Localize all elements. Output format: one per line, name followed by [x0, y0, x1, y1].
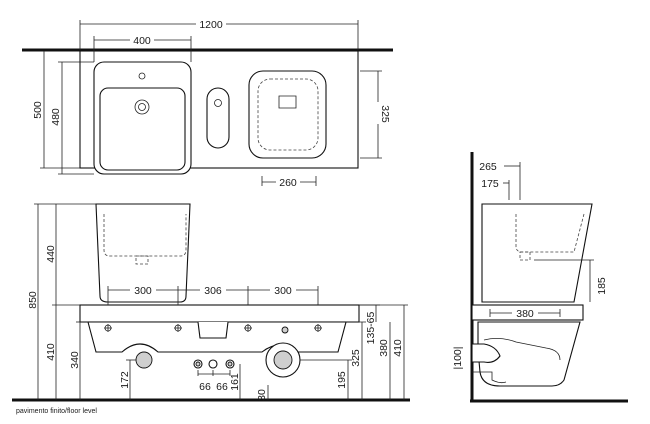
front-dim-161: 161	[229, 373, 241, 391]
front-dim-850: 850	[27, 291, 39, 309]
front-dim-325: 325	[350, 349, 362, 367]
side-dim-265: 265	[479, 161, 497, 173]
plan-faucet-hole	[138, 72, 146, 80]
front-bowl-outlet	[273, 350, 293, 370]
front-dim-440: 440	[45, 245, 57, 263]
plan-drain-inner	[138, 103, 146, 111]
front-fixings	[104, 324, 322, 332]
front-basin-waste	[135, 351, 153, 369]
plan-dim-260: 260	[279, 177, 297, 189]
side-wall-pipe	[472, 371, 507, 384]
front-basin-drain	[135, 255, 149, 265]
plan-soap-dot	[214, 99, 222, 107]
front-dim-340: 340	[69, 351, 81, 369]
plan-soap-slot	[206, 87, 230, 149]
plan-bowl-outer	[248, 70, 327, 159]
plan-bowl-drain	[278, 95, 297, 109]
front-dim-410: 410	[45, 343, 57, 361]
plan-view: 1200 400 500 480 325 260	[22, 17, 393, 189]
front-dim-306: 306	[204, 285, 222, 297]
plan-dim-400: 400	[133, 35, 151, 47]
front-dim-300-right: 300	[274, 285, 292, 297]
side-bowl	[477, 321, 581, 387]
front-basin	[95, 203, 191, 303]
plan-basin-inner	[99, 87, 186, 171]
side-dim-175: 175	[481, 178, 499, 190]
front-dim-66-a: 66	[199, 381, 211, 393]
plan-dim-325: 325	[379, 105, 391, 123]
front-basin-inner	[103, 214, 187, 257]
front-dim-172: 172	[119, 371, 131, 389]
plan-bowl-inner	[257, 78, 319, 151]
front-dim-30: 30	[256, 389, 268, 401]
front-dim-66-b: 66	[216, 381, 228, 393]
side-bowl-inner	[483, 338, 561, 361]
side-basin	[481, 203, 593, 303]
front-dim-410-right: 410	[392, 339, 404, 357]
floor-level-label: pavimento finito/floor level	[16, 408, 97, 415]
plan-dim-500: 500	[32, 101, 44, 119]
front-dim-300-left: 300	[134, 285, 152, 297]
front-supply-connections	[193, 359, 235, 369]
front-dim-195: 195	[336, 371, 348, 389]
plan-dim-1200: 1200	[199, 19, 223, 31]
side-basin-drain	[519, 251, 531, 261]
side-view: 265 175 185 380 |100|	[452, 152, 628, 403]
plan-drain-outer	[134, 99, 150, 115]
front-dim-380: 380	[378, 339, 390, 357]
front-fixing-hole	[281, 326, 289, 334]
side-dim-100: |100|	[452, 347, 464, 370]
front-view: 850 440 410 340 300 306 300 172 66	[12, 203, 410, 402]
side-siphon	[471, 343, 501, 363]
side-dim-380: 380	[516, 308, 534, 320]
plan-dim-480: 480	[50, 108, 62, 126]
front-countertop	[79, 304, 360, 323]
front-notch	[197, 321, 229, 339]
front-dim-135-65: 135-65	[365, 311, 377, 344]
side-dim-185: 185	[596, 277, 608, 295]
